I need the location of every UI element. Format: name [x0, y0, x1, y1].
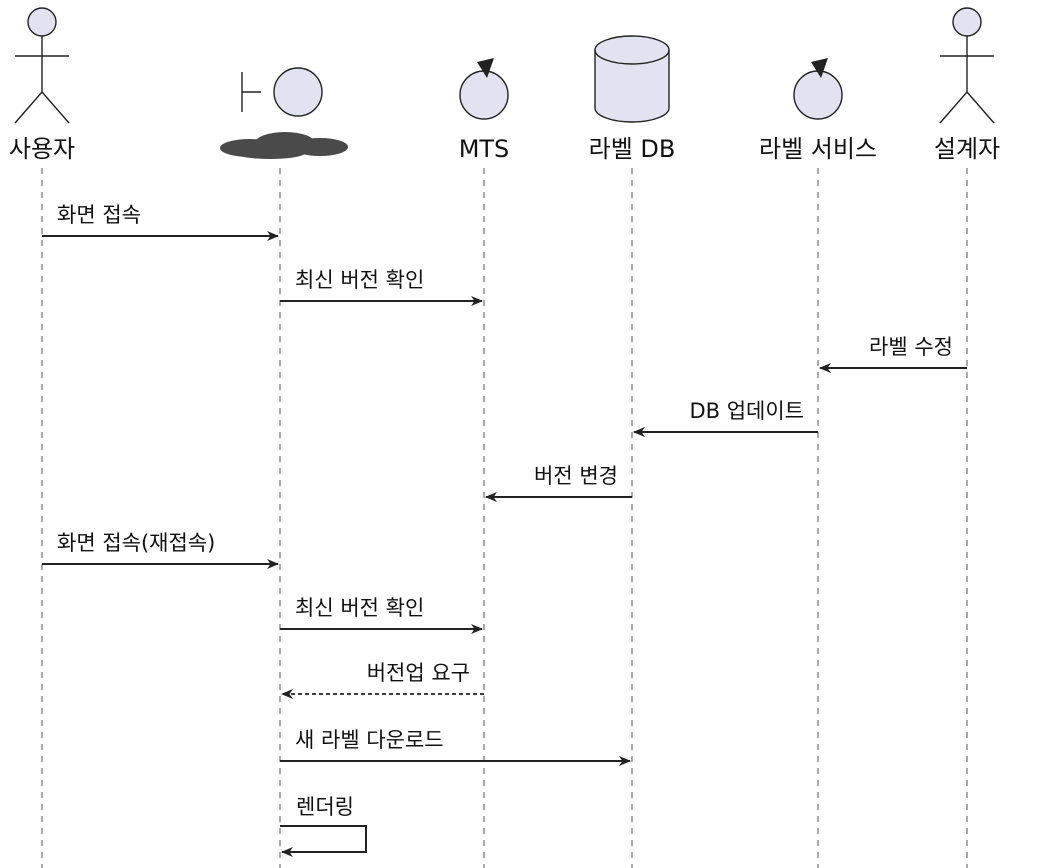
message-label: 라벨 수정 [869, 335, 953, 359]
message-label: 새 라벨 다운로드 [295, 728, 444, 752]
participant-name: 라벨 서비스 [759, 135, 877, 163]
message-label: DB 업데이트 [689, 399, 804, 423]
message-7: 최신 버전 확인 [280, 596, 483, 634]
boundary-icon [241, 67, 323, 117]
redacted-name-scribble [220, 132, 348, 159]
message-5: 버전 변경 [485, 464, 632, 502]
actor-icon [939, 7, 995, 124]
participant-name: 설계자 [934, 135, 1000, 163]
self-message-arrow [280, 825, 367, 857]
message-label: 화면 접속(재접속) [57, 531, 215, 555]
database-icon [594, 35, 670, 123]
message-label: 렌더링 [296, 795, 354, 819]
participant-name: 라벨 DB [589, 135, 676, 163]
control-icon [793, 58, 843, 120]
message-8: 버전업 요구 [281, 661, 484, 699]
participant-mts: MTS [459, 58, 510, 163]
message-3: 라벨 수정 [819, 335, 967, 373]
message-label: 최신 버전 확인 [295, 596, 424, 620]
participant-name: 사용자 [9, 135, 75, 163]
participant-user: 사용자 [9, 7, 75, 163]
message-4: DB 업데이트 [633, 399, 818, 437]
participant-designer: 설계자 [934, 7, 1000, 163]
actor-icon [14, 7, 70, 124]
message-label: 버전 변경 [534, 464, 618, 488]
message-label: 버전업 요구 [367, 661, 470, 685]
participant-name: MTS [459, 135, 510, 163]
message-10: 렌더링 [280, 795, 367, 857]
message-label: 최신 버전 확인 [295, 268, 424, 292]
participant-labelsvc: 라벨 서비스 [759, 58, 877, 163]
control-icon [459, 58, 509, 120]
message-9: 새 라벨 다운로드 [280, 728, 631, 766]
participant-labeldb: 라벨 DB [589, 35, 676, 163]
participant-ui [220, 67, 348, 159]
message-6: 화면 접속(재접속) [42, 531, 279, 569]
message-2: 최신 버전 확인 [280, 268, 483, 306]
message-label: 화면 접속 [57, 203, 141, 227]
message-1: 화면 접속 [42, 203, 279, 241]
